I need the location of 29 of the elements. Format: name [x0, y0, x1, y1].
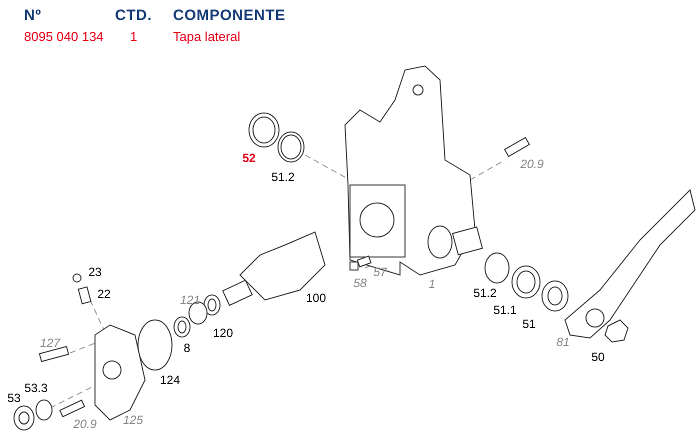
- callout-number: 23: [88, 266, 102, 278]
- callout-number: 53.3: [24, 382, 48, 394]
- callout-number: 127: [40, 337, 60, 349]
- callout-number: 121: [180, 294, 200, 306]
- callout-number: 51.2: [271, 171, 295, 183]
- callout-number: 58: [353, 277, 367, 289]
- callout-number: 50: [591, 351, 605, 363]
- column-header: Nº: [24, 8, 42, 23]
- column-header: COMPONENTE: [173, 8, 286, 23]
- callout-number: 51.1: [493, 304, 517, 316]
- callout-number: 57: [373, 266, 387, 278]
- table-cell: 1: [130, 30, 138, 43]
- callout-number: 20.9: [73, 418, 97, 430]
- callout-number: 53: [7, 392, 21, 404]
- callout-number: 20.9: [520, 158, 544, 170]
- table-cell: 8095 040 134: [24, 30, 104, 43]
- callout-number: 51.2: [473, 287, 497, 299]
- table-cell: Tapa lateral: [173, 30, 240, 43]
- column-header: CTD.: [115, 8, 152, 23]
- callout-number: 1: [428, 278, 436, 290]
- callout-number: 52: [242, 152, 256, 164]
- callout-number: 51: [522, 318, 536, 330]
- callout-number: 22: [97, 288, 111, 300]
- callout-number: 120: [212, 327, 234, 339]
- callout-number: 81: [556, 336, 570, 348]
- callout-number: 124: [160, 374, 180, 386]
- callout-number: 125: [122, 414, 144, 426]
- callout-number: 100: [306, 292, 326, 304]
- callout-number: 8: [184, 342, 190, 354]
